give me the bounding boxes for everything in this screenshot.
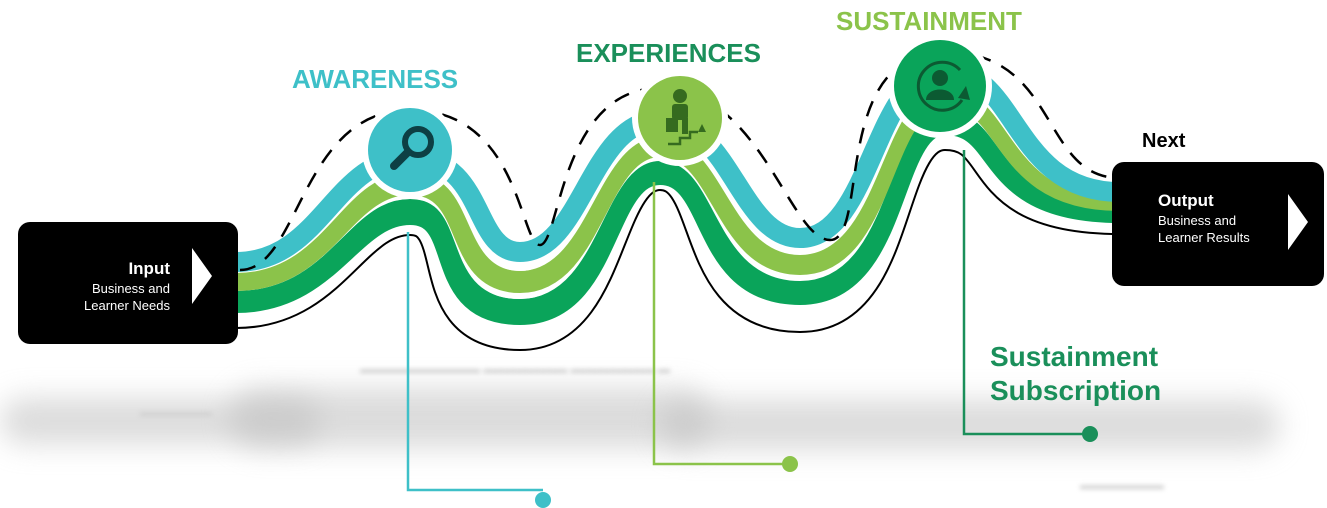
output-chevron-icon	[1288, 194, 1308, 250]
output-title: Output	[1158, 191, 1214, 210]
person-climbing-stairs-icon	[666, 89, 706, 146]
input-title: Input	[128, 259, 170, 278]
input-text: Input Business and Learner Needs	[66, 258, 170, 314]
experiences-title: EXPERIENCES	[576, 38, 761, 68]
blurred-background-shape	[660, 400, 1280, 450]
experiences-connector	[652, 182, 790, 466]
awareness-node	[362, 102, 458, 198]
output-text: Output Business and Learner Results	[1158, 190, 1270, 246]
sustainment-title: SUSTAINMENT	[836, 6, 1022, 36]
magnifier-icon	[390, 126, 434, 170]
output-subtitle: Business and Learner Results	[1158, 213, 1250, 245]
sustainment-connector-dot	[1082, 426, 1098, 442]
blurred-background-text: ▬▬▬▬▬▬	[140, 405, 212, 419]
blurred-background-text: ▬▬▬▬▬▬▬▬▬▬ ▬▬▬▬▬▬▬ ▬▬▬▬▬▬▬ ▬	[360, 362, 671, 376]
sustainment-subscription-label: Sustainment Subscription	[990, 341, 1162, 406]
experiences-node	[632, 70, 728, 166]
sustainment-connector	[962, 150, 1090, 436]
input-chevron-icon	[192, 248, 212, 304]
input-subtitle: Business and Learner Needs	[84, 281, 170, 313]
next-label: Next	[1142, 130, 1186, 152]
person-cycle-icon	[916, 60, 970, 112]
blurred-background-shape	[230, 388, 710, 448]
sustainment-node	[888, 34, 992, 138]
awareness-connector	[406, 232, 543, 492]
experiences-connector-dot	[782, 456, 798, 472]
blurred-background-text: ▬▬▬▬▬▬▬	[1080, 478, 1164, 492]
awareness-title: AWARENESS	[292, 64, 459, 94]
awareness-connector-dot	[535, 492, 551, 508]
